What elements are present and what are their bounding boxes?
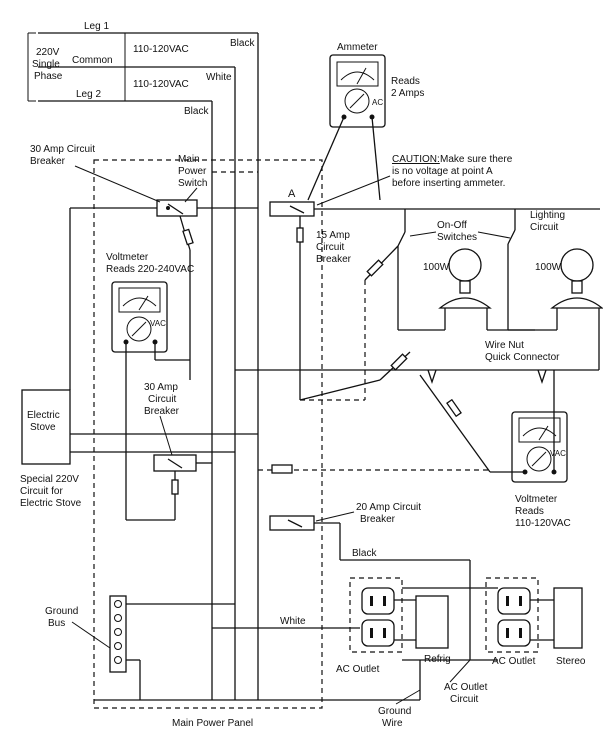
black-top-label: Black [230, 38, 255, 49]
ammeter-value: 2 Amps [391, 88, 424, 99]
ground-terminals [114, 600, 122, 664]
stereo [553, 587, 583, 649]
lighting-label-1: Lighting [530, 210, 565, 221]
panel-label: Main Power Panel [172, 718, 253, 729]
breaker20-label: 20 Amp Circuit [356, 502, 421, 513]
ground-bus-label-1: Ground [45, 606, 78, 617]
main-switch-label-2: Power [178, 166, 207, 177]
voltmeter-left-label-1: Voltmeter [106, 252, 149, 263]
outlet-circuit-label-1: AC Outlet [444, 682, 488, 693]
main-switch-label-3: Switch [178, 178, 207, 189]
common-label: Common [72, 55, 113, 66]
leg1-label: Leg 1 [84, 21, 109, 32]
main-breaker-label-1: 30 Amp Circuit [30, 144, 95, 155]
stove-label-2: Stove [30, 422, 56, 433]
main-breaker [156, 199, 198, 217]
lighting-label-2: Circuit [530, 222, 559, 233]
main-breaker-label-2: Breaker [30, 156, 66, 167]
black-low-label: Black [352, 548, 377, 559]
outlet-circuit-label-2: Circuit [450, 694, 479, 705]
caution-line3: before inserting ammeter. [392, 178, 505, 189]
v220-label: 220V [36, 47, 60, 58]
wire-nut-label-1: Wire Nut [485, 340, 524, 351]
supply-lines [27, 32, 259, 700]
lamp-right [550, 248, 603, 309]
outlet-right [497, 587, 531, 647]
main-switch-label-1: Main [178, 154, 200, 165]
refrig [415, 595, 449, 649]
caution-line1: Make sure there [440, 154, 513, 165]
black-mid-label: Black [184, 106, 209, 117]
voltmeter-right-unit: VAC [550, 449, 566, 458]
voltmeter-right-label-3: 110-120VAC [515, 518, 571, 529]
vac-bottom-label: 110-120VAC [133, 79, 189, 90]
white-low-label: White [280, 616, 306, 627]
voltmeter-right [511, 411, 568, 483]
leg2-label: Leg 2 [76, 89, 101, 100]
point-a-label: A [288, 188, 296, 200]
outlet-left [361, 587, 395, 647]
electric-stove [21, 389, 71, 465]
special-label-2: Circuit for [20, 486, 63, 497]
special-label-3: Electric Stove [20, 498, 82, 509]
outlet-right-label: AC Outlet [492, 656, 536, 667]
special-label-1: Special 220V [20, 474, 79, 485]
white-label: White [206, 72, 232, 83]
ammeter-title: Ammeter [337, 42, 378, 53]
breaker-20a [269, 515, 315, 531]
breaker20-label-b: Breaker [360, 514, 396, 525]
single-label: Single [32, 59, 60, 70]
wire-nut-label-2: Quick Connector [485, 352, 560, 363]
ammeter [329, 54, 386, 128]
ground-wire-label-1: Ground [378, 706, 411, 717]
voltmeter-left-unit: VAC [150, 319, 166, 328]
switches-label-1: On-Off [437, 220, 467, 231]
outlet-left-label: AC Outlet [336, 664, 380, 675]
voltmeter-left [111, 281, 168, 353]
voltmeter-right-label-1: Voltmeter [515, 494, 558, 505]
stereo-label: Stereo [556, 656, 586, 667]
breaker-15a [269, 201, 315, 217]
stove-label-1: Electric [27, 410, 60, 421]
lamp-left-watts: 100W [423, 262, 450, 273]
phase-label: Phase [34, 71, 63, 82]
breaker15-label-3: Breaker [316, 254, 352, 265]
ground-bus-label-2: Bus [48, 618, 65, 629]
lamp-left [438, 248, 492, 309]
caution-prefix: CAUTION: [392, 154, 440, 165]
voltmeter-left-label-2: Reads 220-240VAC [106, 264, 194, 275]
breaker15-label-2: Circuit [316, 242, 345, 253]
stove-breaker-label-2: Circuit [148, 394, 177, 405]
stove-breaker-label-1: 30 Amp [144, 382, 178, 393]
switches-label-2: Switches [437, 232, 477, 243]
ammeter-unit: AC [372, 98, 383, 107]
voltmeter-right-label-2: Reads [515, 506, 544, 517]
stove-breaker-label-3: Breaker [144, 406, 180, 417]
vac-top-label: 110-120VAC [133, 44, 189, 55]
breaker15-label-1: 15 Amp [316, 230, 350, 241]
lamp-right-watts: 100W [535, 262, 562, 273]
ammeter-reads: Reads [391, 76, 420, 87]
ground-wire-label-2: Wire [382, 718, 403, 729]
caution-line2: is no voltage at point A [392, 166, 493, 177]
